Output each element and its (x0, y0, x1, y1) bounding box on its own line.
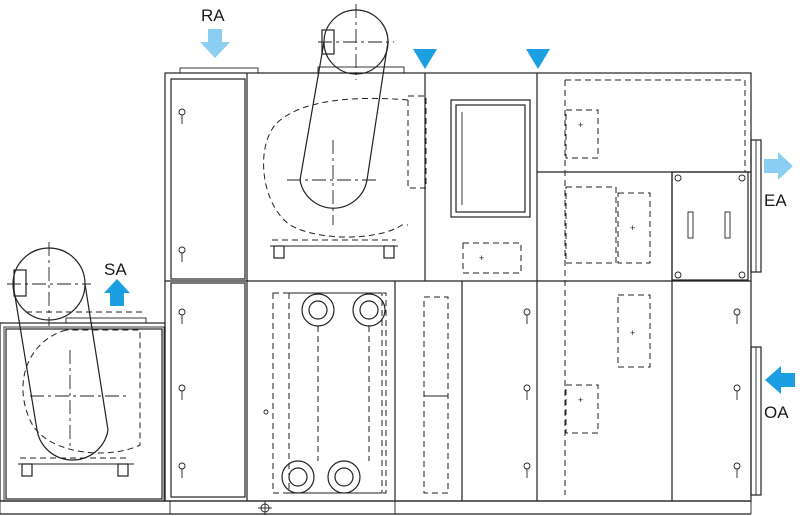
oa-label: OA (764, 403, 789, 422)
unit-casing (0, 66, 762, 515)
return-fan (263, 4, 427, 259)
svg-text:+: + (578, 120, 583, 130)
svg-text:+: + (630, 223, 635, 233)
ea-label: EA (764, 191, 787, 210)
arrow-right-icon (764, 152, 793, 180)
access-panels (3, 78, 246, 502)
triangle-down-icon (413, 49, 437, 69)
svg-text:+: + (578, 395, 583, 405)
arrow-left-icon (765, 366, 795, 394)
arrow-down-icon (200, 29, 230, 58)
triangle-down-icon (526, 49, 550, 69)
svg-text:+: + (479, 253, 484, 263)
ra-label: RA (201, 6, 225, 25)
svg-text:+: + (630, 328, 635, 338)
door-handles (178, 108, 741, 478)
sa-label: SA (104, 260, 127, 279)
arrow-up-icon (104, 279, 130, 306)
supply-fan (7, 242, 145, 477)
coil-section (263, 292, 387, 494)
filter-windows: + + + + + (423, 79, 749, 495)
